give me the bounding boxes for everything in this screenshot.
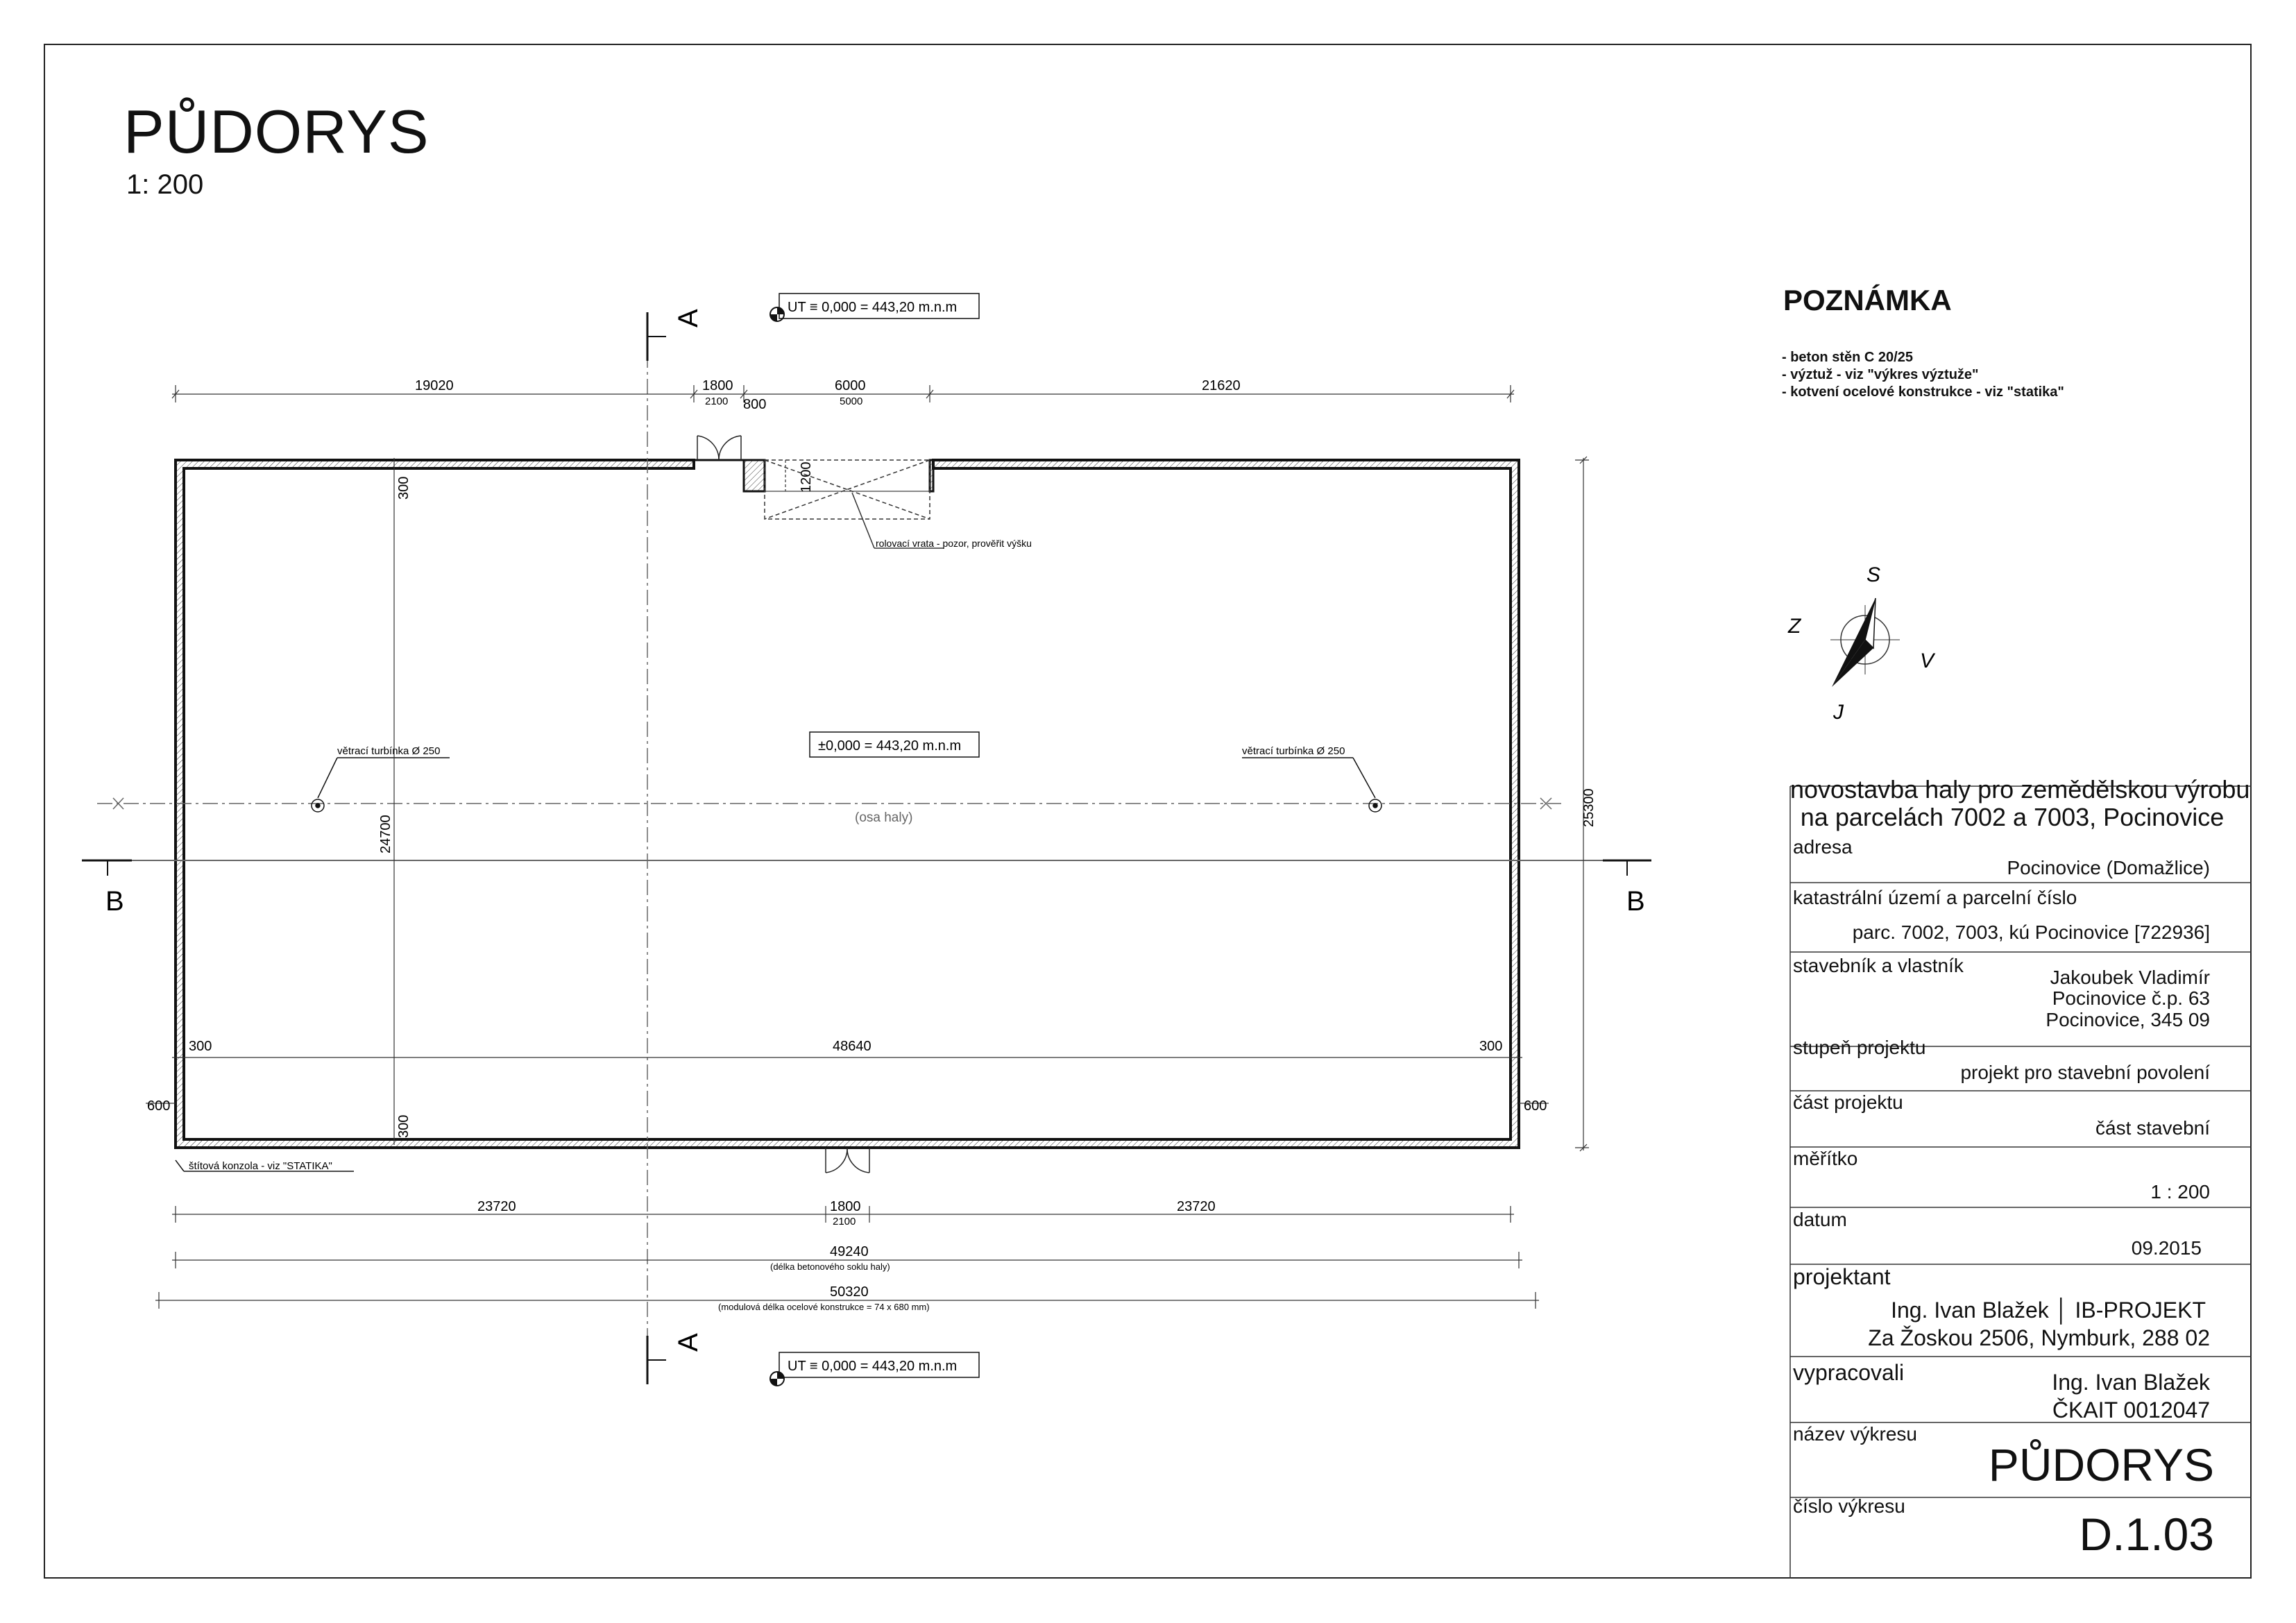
elevation-bottom-label: UT ≡ 0,000 = 443,20 m.n.m [788, 1359, 957, 1374]
dimension-verticals [393, 456, 1589, 1152]
dim-top-6000: 6000 [835, 378, 866, 393]
turbine-left-label: větrací turbínka Ø 250 [337, 745, 440, 757]
owner-label: stavebník a vlastník [1793, 955, 1964, 976]
owner-value-2: Pocinovice č.p. 63 [2052, 987, 2210, 1009]
dimension-inner-width [146, 1057, 1549, 1104]
dim-top-21620: 21620 [1202, 378, 1241, 393]
compass-v: V [1920, 649, 1936, 672]
console-leader [175, 1159, 354, 1172]
drawing-name-value: PŮDORYS [1988, 1439, 2214, 1490]
turbine-left [311, 757, 450, 813]
dim-total-steel: 50320 [830, 1284, 869, 1300]
dim-inner-width: 48640 [833, 1039, 871, 1054]
elevation-center-box [809, 731, 980, 758]
section-a-bottom: A [673, 1333, 704, 1352]
stage-value: projekt pro stavební povolení [1960, 1062, 2210, 1083]
dimension-top [171, 385, 1515, 402]
note-line: - výztuž - viz "výkres výztuže" [1782, 367, 1979, 382]
section-b-left: B [105, 886, 124, 917]
dim-top-800: 800 [743, 397, 766, 412]
notes-heading: POZNÁMKA [1783, 284, 1952, 316]
dim-inner-height: 24700 [378, 815, 393, 853]
section-marks [82, 312, 1651, 1384]
prepared-label: vypracovali [1793, 1360, 1905, 1385]
drawing-number-value: D.1.03 [2079, 1509, 2214, 1560]
project-name-line2: na parcelách 7002 a 7003, Pocinovice [1800, 803, 2225, 831]
prepared-value-1: Ing. Ivan Blažek [2052, 1370, 2210, 1395]
dim-bottom-23720-right: 23720 [1177, 1199, 1216, 1214]
scale-label: měřítko [1793, 1148, 1858, 1169]
dim-top-1800: 1800 [702, 378, 733, 393]
dim-top-19020: 19020 [415, 378, 454, 393]
compass-j: J [1832, 701, 1844, 724]
console-note: štítová konzola - viz "STATIKA" [189, 1160, 332, 1172]
compass-s: S [1866, 563, 1880, 586]
drawing-number-label: číslo výkresu [1793, 1495, 1905, 1517]
roller-gate [764, 459, 944, 549]
elevation-center-label: ±0,000 = 443,20 m.n.m [818, 738, 961, 754]
dim-gate-depth: 1200 [799, 462, 814, 493]
dim-total-steel-note: (modulová délka ocelové konstrukce = 74 … [718, 1302, 930, 1312]
elevation-top-label: UT ≡ 0,000 = 443,20 m.n.m [788, 300, 957, 315]
plan-axes [83, 326, 1617, 1381]
part-value: část stavební [2095, 1117, 2210, 1139]
compass-z: Z [1787, 615, 1802, 638]
dim-top-5000: 5000 [840, 396, 862, 407]
date-value: 09.2015 [2131, 1237, 2202, 1259]
door-top [697, 435, 742, 461]
cadastre-value: parc. 7002, 7003, kú Pocinovice [722936] [1852, 921, 2210, 943]
dim-wall-left: 300 [189, 1039, 212, 1054]
dim-wall-right: 300 [1479, 1039, 1502, 1054]
elevation-marker-top: UT ≡ 0,000 = 443,20 m.n.m [769, 293, 980, 322]
dim-left-300-top: 300 [396, 477, 411, 500]
designer-value-1: Ing. Ivan Blažek │ IB-PROJEKT [1891, 1298, 2206, 1323]
prepared-value-2: ČKAIT 0012047 [2052, 1397, 2210, 1422]
door-bottom [825, 1147, 870, 1173]
dim-right-height: 25300 [1581, 788, 1597, 827]
drawing-scale: 1: 200 [126, 169, 204, 200]
turbine-right [1242, 757, 1382, 813]
section-a-top: A [673, 309, 704, 328]
designer-value-2: Za Žoskou 2506, Nymburk, 288 02 [1868, 1325, 2210, 1350]
dim-bottom-1800: 1800 [830, 1199, 861, 1214]
titleblock-lines [1789, 785, 2252, 1579]
dim-total-concrete-note: (délka betonového soklu haly) [770, 1261, 890, 1272]
note-line: - beton stěn C 20/25 [1782, 350, 1913, 365]
address-value: Pocinovice (Domažlice) [2007, 857, 2210, 878]
section-b-right: B [1626, 886, 1645, 917]
dim-bottom-23720-left: 23720 [477, 1199, 516, 1214]
drawing-name-label: název výkresu [1793, 1423, 1917, 1445]
part-label: část projektu [1793, 1091, 1903, 1113]
stage-label: stupeň projektu [1793, 1037, 1926, 1058]
sheet-frame [44, 44, 2252, 1579]
owner-value-1: Jakoubek Vladimír [2050, 967, 2210, 988]
project-name-line1: novostavba haly pro zemědělskou výrobu [1790, 775, 2250, 804]
scale-value: 1 : 200 [2150, 1181, 2210, 1203]
axis-label: (osa haly) [855, 810, 912, 825]
dimension-bottom [155, 1206, 1539, 1309]
gate-note: rolovací vrata - pozor, prověřit výšku [876, 538, 1032, 549]
turbine-right-label: větrací turbínka Ø 250 [1242, 745, 1345, 757]
dim-left-300-bottom: 300 [396, 1115, 411, 1138]
owner-value-3: Pocinovice, 345 09 [2046, 1009, 2210, 1030]
cadastre-label: katastrální území a parcelní číslo [1793, 887, 2077, 908]
designer-label: projektant [1793, 1264, 1891, 1289]
elevation-marker-bottom: UT ≡ 0,000 = 443,20 m.n.m [769, 1352, 980, 1386]
drawing-title: PŮDORYS [124, 97, 430, 166]
date-label: datum [1793, 1209, 1847, 1230]
note-line: - kotvení ocelové konstrukce - viz "stat… [1782, 384, 2064, 400]
dim-bottom-2100: 2100 [833, 1216, 856, 1227]
compass-rose: S Z V J [1787, 563, 1936, 724]
dim-total-concrete: 49240 [830, 1244, 869, 1259]
dim-600-left: 600 [147, 1098, 170, 1114]
dim-top-2100: 2100 [705, 396, 728, 407]
dim-600-right: 600 [1524, 1098, 1547, 1114]
address-label: adresa [1793, 836, 1853, 858]
